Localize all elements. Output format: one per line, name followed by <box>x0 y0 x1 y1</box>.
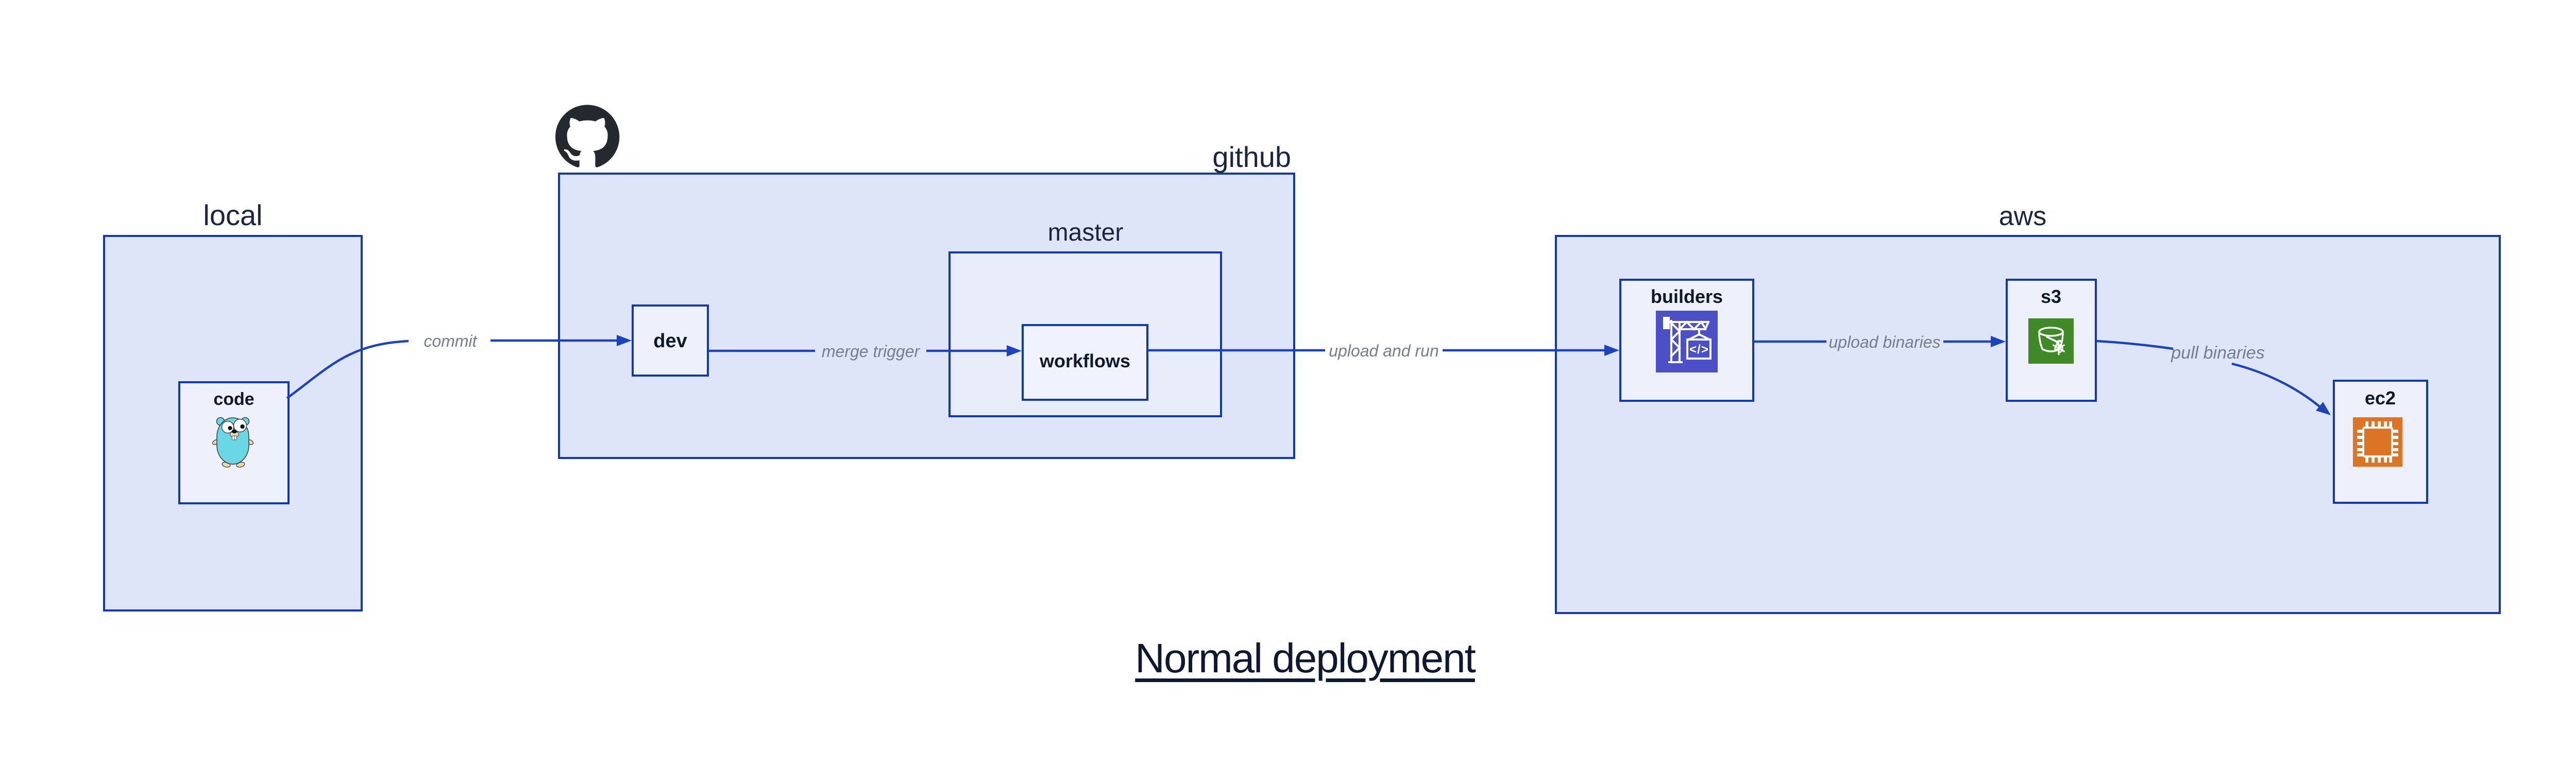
dev-label: dev <box>653 330 687 352</box>
node-ec2: ec2 <box>2333 380 2428 504</box>
edge-pull-binaries-curve-2 <box>2231 362 2320 408</box>
node-s3: s3 <box>2006 279 2097 402</box>
edge-labels: commit merge trigger upload and run uplo… <box>423 332 2264 363</box>
node-code: code <box>178 381 290 504</box>
s3-box <box>2006 279 2097 402</box>
arrowhead-ec2 <box>2316 402 2331 415</box>
workflows-box <box>1022 324 1148 401</box>
arrowhead-dev <box>617 335 632 346</box>
edge-label-commit: commit <box>423 332 477 350</box>
codebuild-crane-icon: </> <box>1656 311 1718 372</box>
local-label: local <box>203 199 262 231</box>
arrowheads <box>617 335 2331 415</box>
s3-glacier-bucket-icon <box>2028 318 2074 364</box>
edge-commit-curve <box>286 339 409 399</box>
node-builders: builders </> <box>1619 279 1754 402</box>
s3-label: s3 <box>2041 286 2061 307</box>
code-label: code <box>213 389 254 409</box>
master-label: master <box>1048 219 1124 246</box>
arrowhead-s3 <box>1991 336 2006 347</box>
builders-label: builders <box>1651 286 1723 307</box>
edge-label-merge-trigger: merge trigger <box>822 342 921 361</box>
workflows-label: workflows <box>1039 350 1130 371</box>
arrowhead-builders <box>1604 345 1619 356</box>
node-dev: dev <box>632 304 709 377</box>
diagram-title: Normal deployment <box>1135 635 1476 681</box>
node-workflows: workflows <box>1022 324 1148 401</box>
go-gopher-icon <box>212 417 254 468</box>
aws-label: aws <box>1999 201 2046 231</box>
edge-label-upload-and-run: upload and run <box>1329 342 1439 360</box>
ec2-label: ec2 <box>2365 387 2396 409</box>
github-label: github <box>1212 141 1291 173</box>
dev-box <box>632 304 709 377</box>
edge-pull-binaries-curve-1 <box>2096 339 2174 350</box>
codebuild-code-glyph: </> <box>1689 343 1709 356</box>
arrowhead-workflows <box>1007 345 1022 356</box>
github-octocat-icon <box>555 105 620 167</box>
edge-label-pull-binaries: pull binaries <box>2171 343 2264 363</box>
edge-label-upload-binaries: upload binaries <box>1828 333 1940 351</box>
edges <box>286 339 2320 408</box>
ec2-chip-icon <box>2353 417 2402 467</box>
